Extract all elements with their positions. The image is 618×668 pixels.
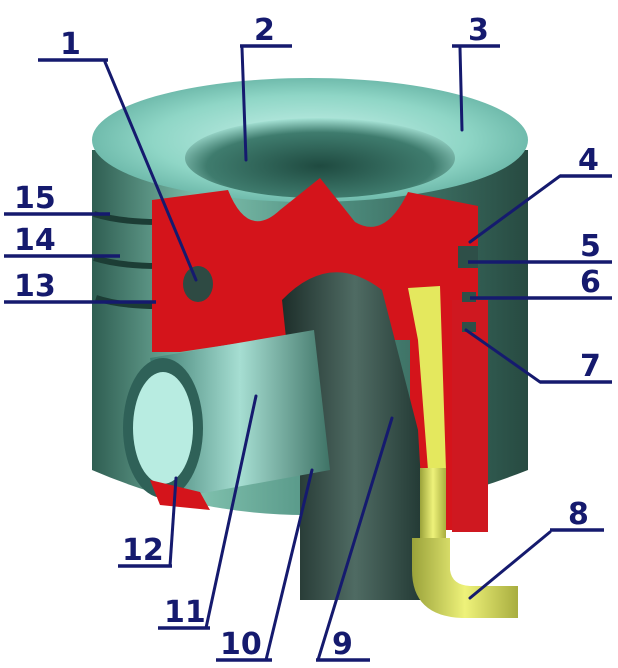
- svg-text:11: 11: [164, 595, 206, 630]
- svg-text:12: 12: [122, 533, 164, 568]
- svg-text:8: 8: [568, 497, 589, 532]
- svg-text:5: 5: [580, 229, 601, 264]
- svg-text:6: 6: [580, 265, 601, 300]
- svg-text:14: 14: [14, 223, 56, 258]
- svg-text:9: 9: [332, 627, 353, 662]
- svg-text:3: 3: [468, 13, 489, 48]
- section-wall: [452, 300, 488, 532]
- svg-text:7: 7: [580, 349, 601, 384]
- svg-text:13: 13: [14, 269, 56, 304]
- callout-8: 8: [470, 497, 604, 598]
- svg-text:15: 15: [14, 181, 56, 216]
- svg-text:2: 2: [254, 13, 275, 48]
- cooling-channel: [183, 266, 213, 302]
- svg-text:1: 1: [60, 27, 81, 62]
- svg-text:10: 10: [220, 627, 262, 662]
- svg-text:4: 4: [578, 143, 599, 178]
- ring-groove-notch: [458, 246, 478, 268]
